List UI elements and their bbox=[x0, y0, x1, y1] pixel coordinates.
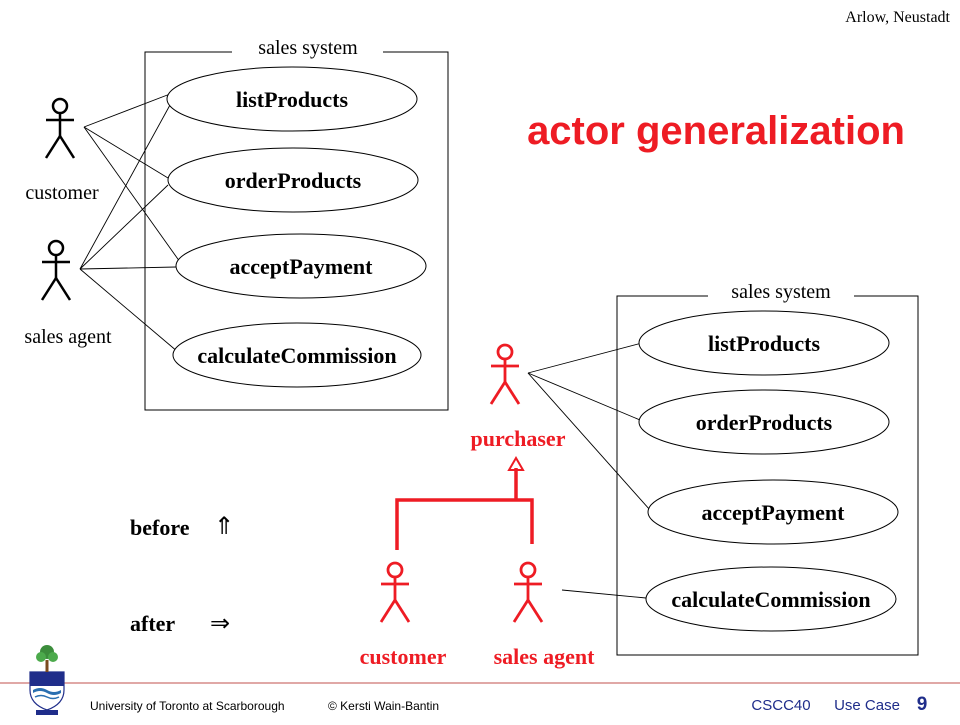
use-case-label: orderProducts bbox=[696, 410, 833, 435]
use-case-ellipse bbox=[167, 147, 419, 213]
after-actor-sales-agent[interactable]: sales agent bbox=[494, 561, 596, 669]
use-case-ellipse bbox=[172, 322, 422, 388]
before-actor-customer[interactable]: customer bbox=[25, 97, 99, 204]
before-after-legend: before ⇑ after ⇒ bbox=[130, 512, 234, 637]
after-use-case-list-products[interactable]: listProducts bbox=[638, 310, 890, 376]
use-case-ellipse bbox=[166, 66, 418, 132]
association-line bbox=[527, 372, 651, 511]
before-use-case-list-products[interactable]: listProducts bbox=[166, 66, 418, 132]
stick-figure-icon bbox=[512, 561, 544, 623]
use-case-label: calculateCommission bbox=[671, 587, 870, 612]
generalization-arrowhead bbox=[507, 456, 525, 471]
before-use-case-calculate-commission[interactable]: calculateCommission bbox=[172, 322, 422, 388]
use-case-ellipse bbox=[175, 233, 427, 299]
after-associations bbox=[527, 342, 651, 599]
use-case-label: orderProducts bbox=[225, 168, 362, 193]
footer-course: CSCC40 bbox=[751, 697, 810, 714]
before-use-case-accept-payment[interactable]: acceptPayment bbox=[175, 233, 427, 299]
up-double-arrow-icon: ⇑ bbox=[214, 512, 234, 540]
use-case-ellipse bbox=[638, 389, 890, 455]
actor-label: customer bbox=[25, 182, 99, 204]
actor-label: purchaser bbox=[471, 426, 566, 451]
before-system-label: sales system bbox=[258, 37, 358, 59]
use-case-label: acceptPayment bbox=[230, 254, 374, 279]
before-label: before bbox=[130, 515, 190, 540]
association-line bbox=[79, 104, 171, 270]
stick-figure-icon bbox=[489, 343, 521, 405]
after-use-case-order-products[interactable]: orderProducts bbox=[638, 389, 890, 455]
footer-copyright: © Kersti Wain-Bantin bbox=[328, 699, 439, 713]
page-number: 9 bbox=[917, 694, 928, 715]
before-associations bbox=[79, 93, 181, 353]
association-line bbox=[527, 342, 643, 374]
university-crest-icon bbox=[29, 645, 65, 715]
after-system-boundary bbox=[616, 295, 919, 656]
slide-title: actor generalization bbox=[527, 109, 905, 153]
after-use-case-calculate-commission[interactable]: calculateCommission bbox=[645, 566, 897, 632]
association-line bbox=[79, 266, 177, 270]
use-case-label: acceptPayment bbox=[702, 500, 846, 525]
use-case-ellipse bbox=[645, 566, 897, 632]
after-system-label: sales system bbox=[731, 281, 831, 303]
after-use-case-accept-payment[interactable]: acceptPayment bbox=[647, 479, 899, 545]
stick-figure-icon bbox=[40, 239, 72, 301]
association-line bbox=[527, 372, 641, 421]
stick-figure-icon bbox=[44, 97, 76, 159]
stick-figure-icon bbox=[379, 561, 411, 623]
use-case-ellipse bbox=[647, 479, 899, 545]
use-case-label: listProducts bbox=[236, 87, 348, 112]
generalization-path bbox=[395, 498, 534, 550]
association-line bbox=[79, 268, 179, 353]
footer: University of Toronto at Scarborough © K… bbox=[0, 645, 960, 715]
use-case-ellipse bbox=[638, 310, 890, 376]
after-actor-customer[interactable]: customer bbox=[360, 561, 447, 669]
after-label: after bbox=[130, 611, 175, 636]
generalization-connector bbox=[395, 468, 534, 550]
association-line bbox=[561, 589, 647, 599]
actor-label: sales agent bbox=[494, 644, 596, 669]
association-line bbox=[83, 126, 169, 179]
use-case-label: listProducts bbox=[708, 331, 820, 356]
association-line bbox=[79, 184, 169, 270]
attribution-text: Arlow, Neustadt bbox=[845, 9, 950, 26]
actor-label: customer bbox=[360, 644, 447, 669]
footer-topic: Use Case bbox=[834, 697, 900, 714]
before-diagram: sales system listProducts orderProducts … bbox=[24, 37, 449, 411]
association-line bbox=[83, 126, 181, 263]
after-actor-purchaser[interactable]: purchaser bbox=[471, 343, 566, 451]
after-diagram: sales system listProducts orderProducts … bbox=[360, 281, 919, 669]
before-use-case-order-products[interactable]: orderProducts bbox=[167, 147, 419, 213]
before-system-boundary bbox=[144, 51, 449, 411]
right-double-arrow-icon: ⇒ bbox=[210, 609, 230, 637]
footer-institution: University of Toronto at Scarborough bbox=[90, 699, 285, 713]
association-line bbox=[83, 93, 171, 128]
before-actor-sales-agent[interactable]: sales agent bbox=[24, 239, 112, 348]
actor-label: sales agent bbox=[24, 326, 112, 348]
use-case-label: calculateCommission bbox=[197, 343, 396, 368]
